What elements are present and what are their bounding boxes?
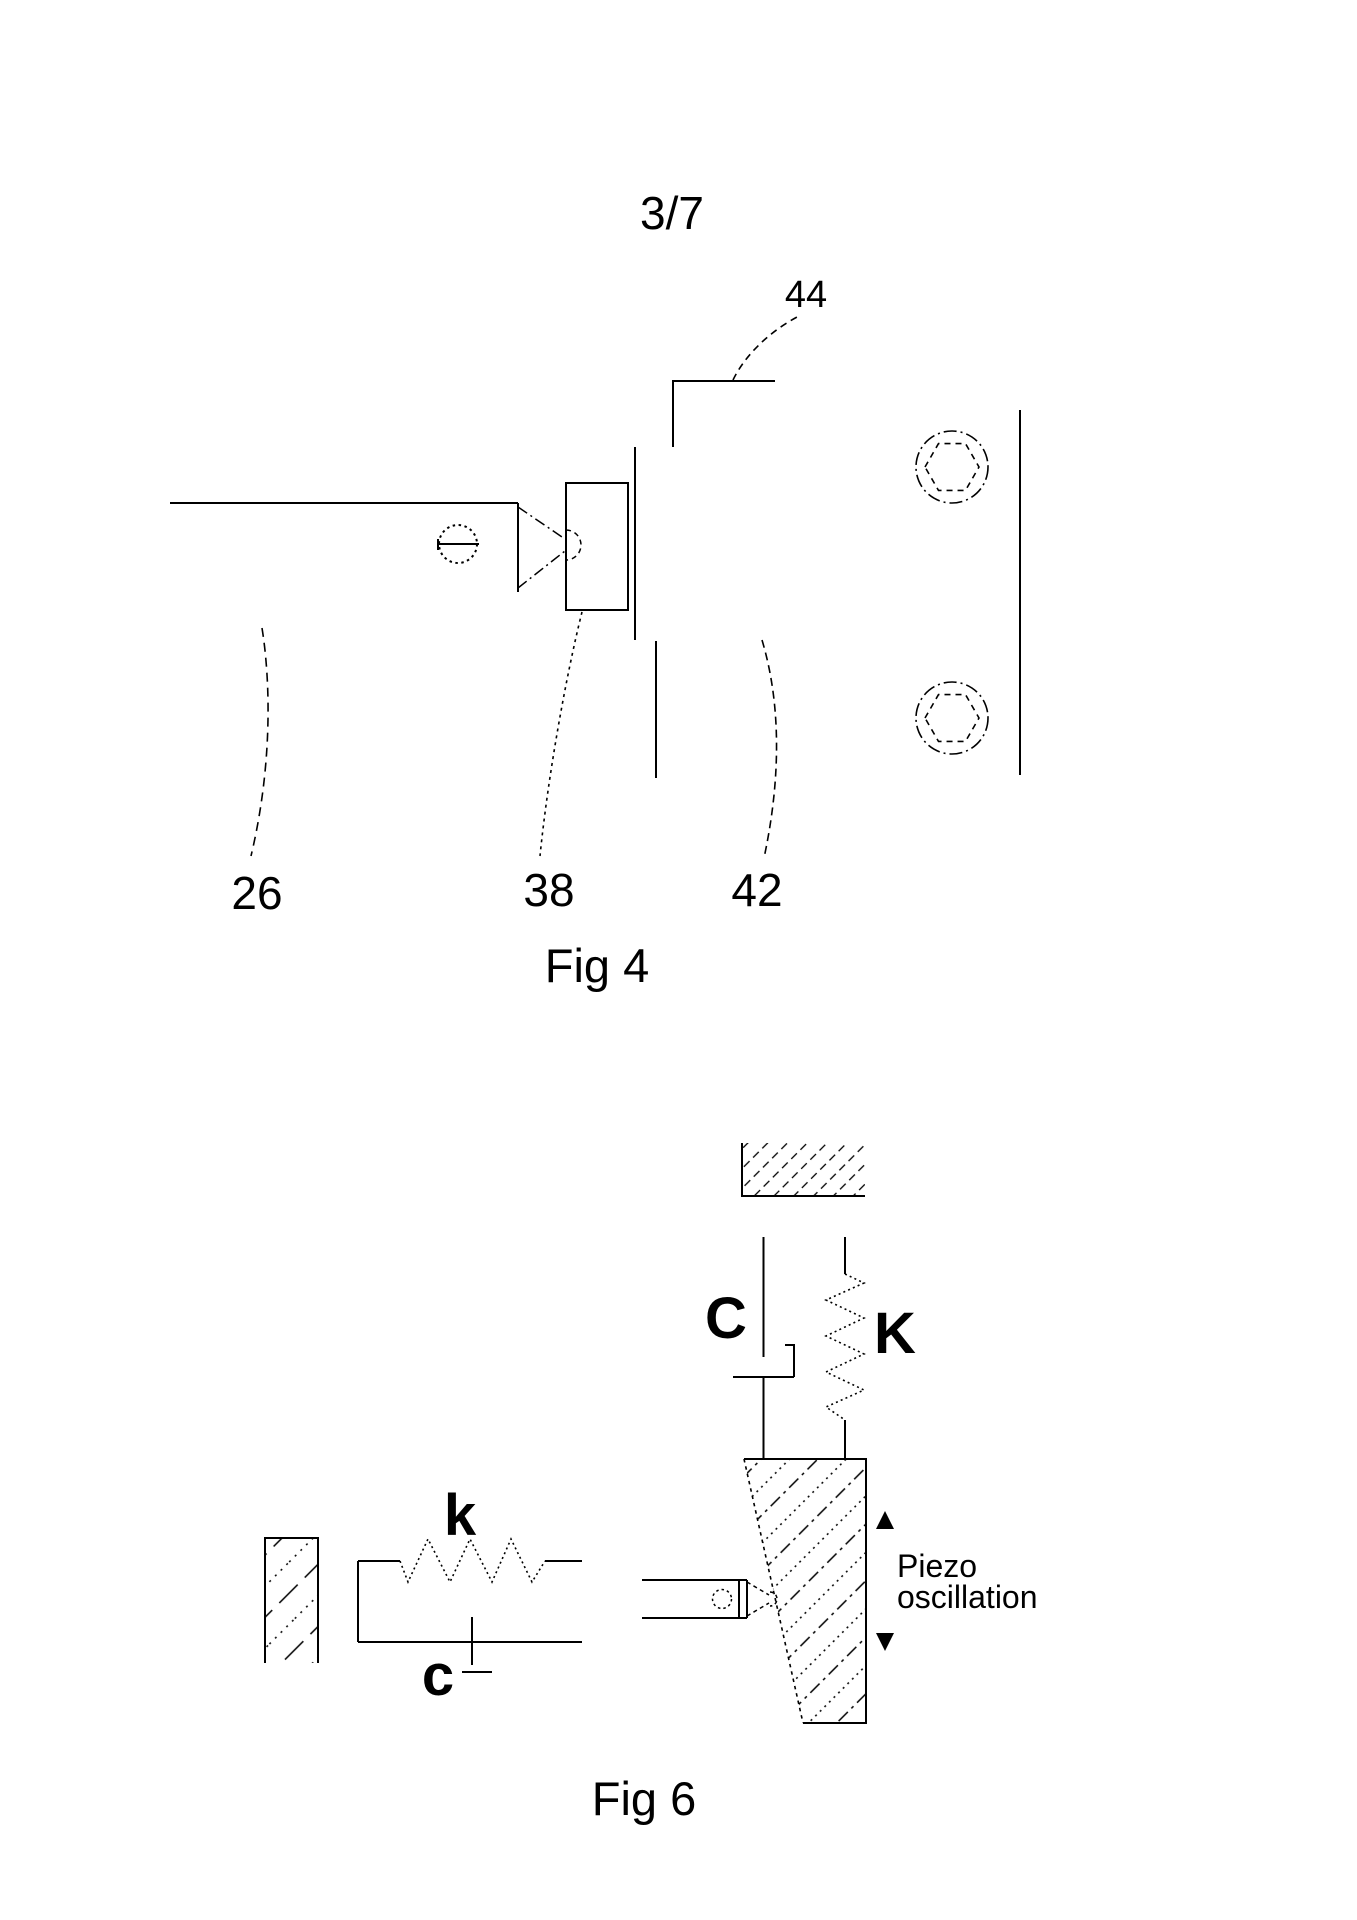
- ground-block-outline: [741, 1143, 865, 1197]
- leader-line-38: [539, 611, 583, 857]
- piezo-annotation-line1: Piezo: [897, 1548, 977, 1584]
- screw-head-circle: [915, 681, 989, 755]
- holder-step-bracket: [672, 380, 775, 447]
- wall-hatch-fill: [265, 1538, 318, 1663]
- leader-line-26: [250, 627, 269, 857]
- fig6-drawing: C K Piezo oscillation k c Fig 6: [264, 1143, 1038, 1825]
- arrow-down-icon: [876, 1633, 894, 1651]
- socket-screw-upper: [915, 430, 989, 504]
- ground-hatch-fill: [742, 1143, 865, 1196]
- probe-tip-arc: [769, 1591, 778, 1607]
- label-damper-c: c: [422, 1643, 454, 1708]
- page-number: 3/7: [640, 187, 704, 239]
- linkage-rails: [357, 1560, 582, 1643]
- spring-K-zigzag: [824, 1273, 866, 1421]
- leader-line-44: [732, 315, 800, 381]
- fig6-caption: Fig 6: [592, 1772, 697, 1825]
- piezo-annotation-line2: oscillation: [897, 1579, 1038, 1615]
- ref-label-42: 42: [731, 864, 782, 916]
- piezo-stack-left-edge: [743, 1458, 804, 1724]
- probe-hole-circle: [711, 1588, 733, 1610]
- hex-socket-icon: [924, 693, 980, 743]
- ref-label-38: 38: [523, 864, 574, 916]
- probe-shank-lines: [642, 1579, 747, 1619]
- socket-screw-lower: [915, 681, 989, 755]
- insert-block: [565, 482, 629, 611]
- seat-arc-hidden: [565, 529, 582, 561]
- leader-line-42: [761, 639, 778, 859]
- fig4-caption: Fig 4: [545, 939, 650, 992]
- piezo-stack-outline: [744, 1458, 867, 1724]
- probe-collar-lines: [738, 1580, 748, 1618]
- pin-axis-line: [437, 539, 479, 550]
- spring-k-zigzag: [399, 1537, 546, 1585]
- wall-outline: [264, 1537, 319, 1663]
- label-spring-k: k: [444, 1483, 477, 1548]
- ref-label-44: 44: [785, 274, 827, 316]
- label-damper-C: C: [705, 1286, 747, 1351]
- arrow-up-icon: [876, 1511, 894, 1529]
- screw-head-circle: [915, 430, 989, 504]
- probe-tip-hidden-lower: [746, 1602, 770, 1617]
- cone-hidden-edge-lower: [517, 550, 566, 589]
- hex-socket-icon: [924, 442, 980, 492]
- label-spring-K: K: [874, 1301, 916, 1366]
- fig4-drawing: 44 26 38 42 Fig 4: [170, 274, 1021, 992]
- probe-tip-hidden-upper: [746, 1581, 770, 1596]
- piezo-stack-hatch: [744, 1459, 866, 1723]
- ref-label-26: 26: [231, 867, 282, 919]
- cone-hidden-edge-upper: [517, 506, 566, 540]
